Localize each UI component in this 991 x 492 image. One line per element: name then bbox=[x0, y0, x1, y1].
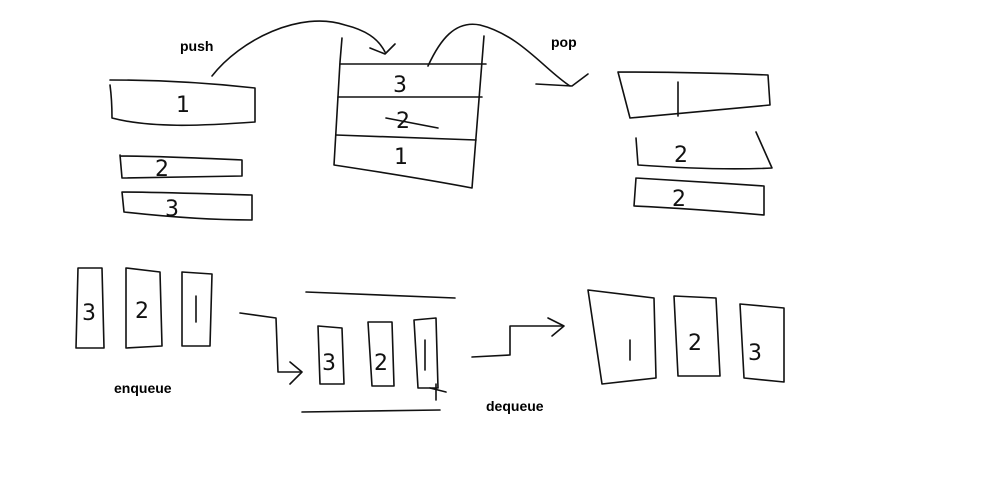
queue-input-box-1: 3 bbox=[75, 267, 105, 349]
stack-input-box-2-value: 2 bbox=[155, 157, 169, 182]
stack-output-box-2-value: 2 bbox=[674, 143, 688, 168]
queue-input-box-2-value: 2 bbox=[135, 299, 149, 324]
stack-output-box-3-value: 2 bbox=[672, 187, 686, 212]
dequeue-label: dequeue bbox=[486, 398, 544, 414]
queue-input-box-3 bbox=[181, 271, 213, 347]
pop-arrow bbox=[427, 23, 589, 87]
stack-container: 3 2 1 bbox=[333, 35, 487, 189]
stack-input-box-3: 3 bbox=[121, 191, 253, 222]
pop-label: pop bbox=[551, 34, 577, 50]
queue-output-box-3-value: 3 bbox=[748, 341, 762, 366]
stack-input-box-1-value: 1 bbox=[176, 93, 190, 118]
stack-input-box-1: 1 bbox=[109, 79, 256, 127]
push-arrow bbox=[211, 20, 396, 77]
queue-output-box-1 bbox=[587, 289, 657, 385]
queue-output-box-3: 3 bbox=[739, 303, 785, 383]
queue-output-box-2-value: 2 bbox=[688, 331, 702, 356]
stack-input-box-3-value: 3 bbox=[165, 197, 179, 222]
enqueue-label: enqueue bbox=[114, 380, 172, 396]
stack-output-box-1 bbox=[617, 71, 771, 119]
stack-input-box-2: 2 bbox=[119, 154, 243, 182]
enqueue-arrow bbox=[239, 312, 303, 385]
queue-slot-2-value: 2 bbox=[374, 351, 388, 376]
stack-slot-bottom-value: 1 bbox=[394, 145, 408, 170]
dequeue-arrow bbox=[471, 317, 565, 358]
stack-output-box-2: 2 bbox=[635, 131, 773, 170]
push-label: push bbox=[180, 38, 214, 54]
queue-input-box-1-value: 3 bbox=[82, 301, 96, 326]
queue-input-box-2: 2 bbox=[125, 267, 163, 349]
queue-output-box-2: 2 bbox=[673, 295, 721, 377]
queue-container: 3 2 bbox=[301, 291, 456, 413]
stack-slot-top-value: 3 bbox=[393, 73, 407, 98]
stack-output-box-3: 2 bbox=[633, 177, 765, 216]
queue-slot-1-value: 3 bbox=[322, 351, 336, 376]
